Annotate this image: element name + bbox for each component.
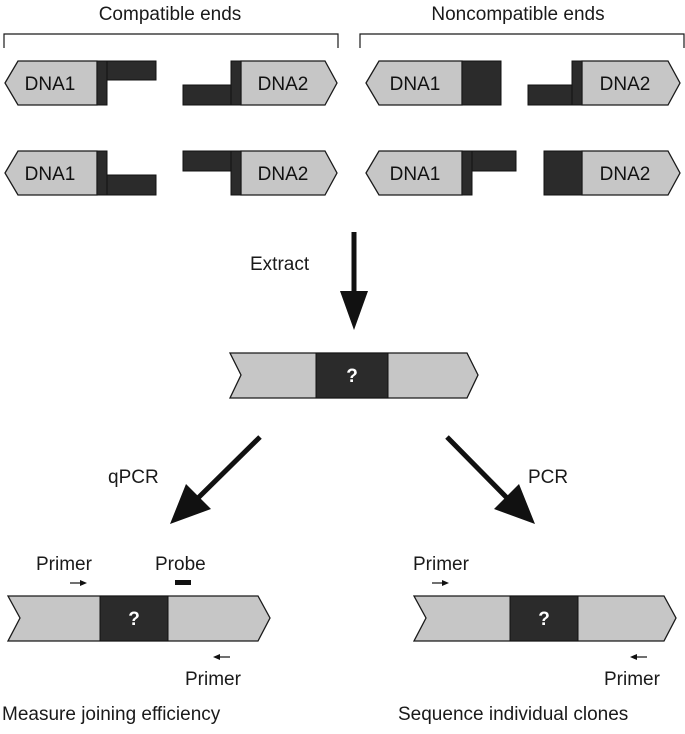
- svg-text:DNA2: DNA2: [600, 164, 651, 185]
- label-pcr: PCR: [528, 467, 568, 488]
- svg-text:DNA1: DNA1: [390, 74, 441, 95]
- svg-text:DNA1: DNA1: [25, 164, 76, 185]
- noncompatible-row2-dna1: DNA1: [365, 150, 517, 196]
- primer-reverse-arrow-right: [630, 654, 647, 660]
- unknown-junction-mark-left: ?: [128, 609, 140, 630]
- primer-forward-arrow-right: [432, 580, 449, 586]
- label-extract: Extract: [250, 254, 310, 275]
- qpcr-arrow: [170, 435, 262, 524]
- noncompatible-row1-dna2: DNA2: [527, 60, 681, 106]
- bracket-noncompatible: [359, 33, 685, 48]
- svg-text:DNA1: DNA1: [25, 74, 76, 95]
- svg-text:DNA1: DNA1: [390, 164, 441, 185]
- compatible-row2-dna1: DNA1: [4, 150, 157, 196]
- label-primer-reverse-right: Primer: [604, 669, 661, 690]
- label-qpcr: qPCR: [108, 467, 159, 488]
- primer-forward-arrow-left: [70, 580, 87, 586]
- svg-text:DNA2: DNA2: [258, 74, 309, 95]
- primer-reverse-arrow-left: [213, 654, 230, 660]
- pcr-product: ?: [412, 595, 677, 642]
- noncompatible-row1-dna1: DNA1: [365, 60, 502, 106]
- label-primer-forward-right: Primer: [413, 554, 470, 575]
- probe-bar: [175, 580, 191, 585]
- svg-text:DNA2: DNA2: [258, 164, 309, 185]
- svg-text:DNA2: DNA2: [600, 74, 651, 95]
- bracket-compatible: [3, 33, 339, 48]
- label-primer-reverse-left: Primer: [185, 669, 242, 690]
- compatible-row2-dna2: DNA2: [182, 150, 338, 196]
- caption-measure-joining-efficiency: Measure joining efficiency: [2, 704, 221, 725]
- pcr-arrow: [445, 435, 535, 524]
- label-probe: Probe: [155, 554, 206, 575]
- noncompatible-row2-dna2: DNA2: [543, 150, 681, 196]
- qpcr-product: ?: [6, 595, 271, 642]
- unknown-junction-mark-right: ?: [538, 609, 550, 630]
- header-compatible-ends: Compatible ends: [99, 4, 242, 25]
- compatible-row1-dna2: DNA2: [182, 60, 338, 106]
- header-noncompatible-ends: Noncompatible ends: [431, 4, 604, 25]
- unknown-junction-mark: ?: [346, 366, 358, 387]
- joined-product: ?: [228, 352, 479, 399]
- compatible-row1-dna1: DNA1: [4, 60, 157, 106]
- caption-sequence-individual-clones: Sequence individual clones: [398, 704, 628, 725]
- label-primer-forward-left: Primer: [36, 554, 93, 575]
- extract-arrow: [340, 232, 368, 330]
